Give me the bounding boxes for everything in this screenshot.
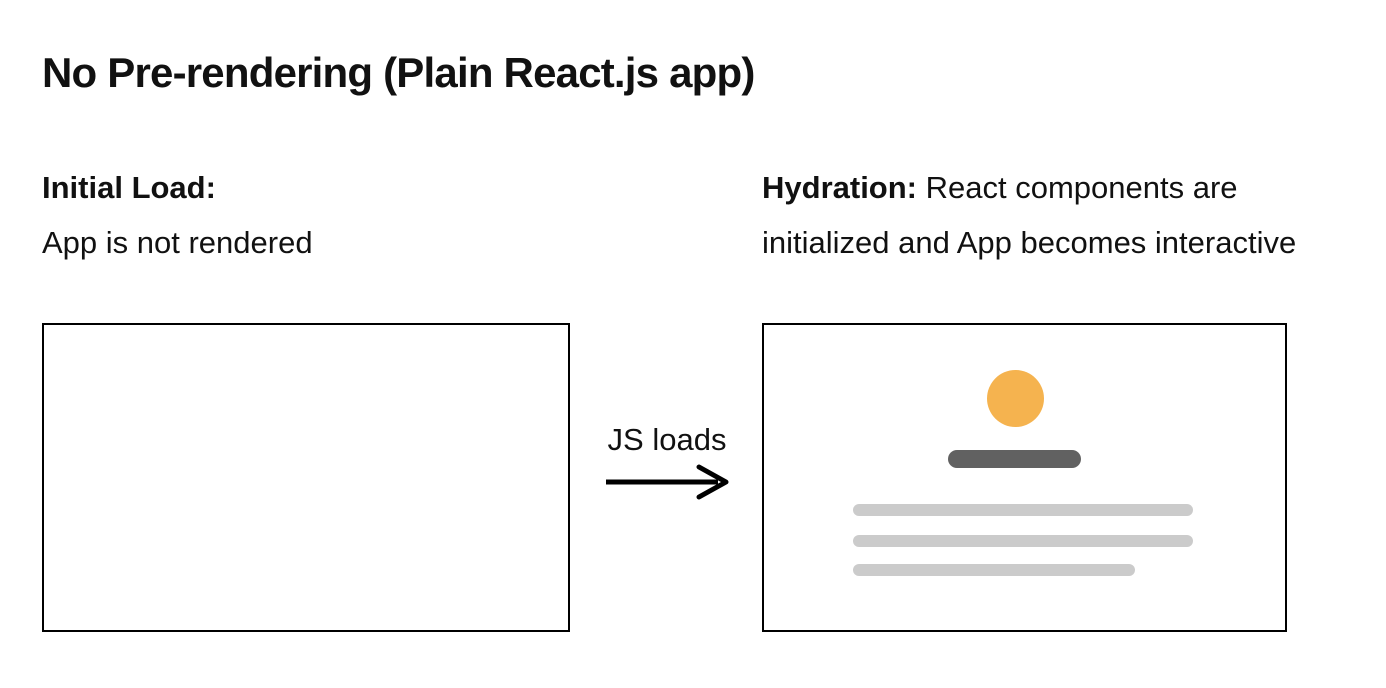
initial-load-label: Initial Load: App is not rendered [42,160,602,270]
diagram-title: No Pre-rendering (Plain React.js app) [42,49,755,96]
initial-load-panel [42,323,570,632]
initial-load-label-text: App is not rendered [42,225,313,260]
text-skeleton-line [853,504,1193,516]
avatar-circle-icon [987,370,1044,427]
js-loads-label: JS loads [607,422,727,457]
js-loads-arrow-group: JS loads [602,420,732,500]
text-skeleton-line [853,535,1193,547]
heading-skeleton-bar [948,450,1081,468]
initial-load-label-bold: Initial Load: [42,170,216,205]
right-arrow-icon [606,464,729,500]
hydration-label-bold: Hydration: [762,170,917,205]
hydration-panel [762,323,1287,632]
text-skeleton-line [853,564,1135,576]
hydration-label: Hydration: React components are initiali… [762,160,1346,270]
hydration-label-text: React components are initialized and App… [762,170,1297,260]
